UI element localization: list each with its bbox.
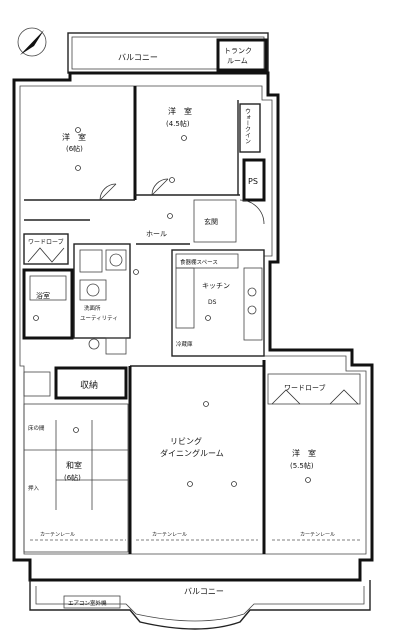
kitchen-sub-label: 食器棚スペース	[180, 258, 218, 266]
west-room-1: 洋 室 (6帖)	[24, 86, 137, 221]
bath-label: 浴室	[36, 291, 50, 300]
oshiire-label: 押入	[28, 484, 40, 492]
balcony-bottom: バルコニー エアコン室外機	[29, 580, 371, 630]
tokonoma-label: 床の間	[28, 424, 45, 432]
living-dining: リビング ダイニングルーム カーテンレール	[128, 360, 266, 554]
trunk-room: トランク ルーム	[216, 38, 268, 72]
kitchen-label: キッチン	[202, 282, 230, 290]
japanese-room-label: 和室	[66, 460, 82, 470]
curtain-rail-3: カーテンレール	[300, 532, 335, 538]
wardrobe-left-label: ワードローブ	[28, 238, 64, 246]
trunk-room-label-2: ルーム	[227, 57, 248, 65]
ds-label: DS	[208, 299, 217, 306]
north-compass-icon	[17, 27, 47, 57]
walk-in-closet: ウォークイン	[239, 103, 261, 153]
storage-label: 収納	[80, 379, 98, 391]
west-room-3-label: 洋 室	[292, 448, 316, 458]
utility: 洗面所 ユーティリティ	[73, 243, 131, 355]
balcony-top-label: バルコニー	[118, 53, 158, 62]
utility-label-1: 洗面所	[84, 304, 101, 312]
walk-in-closet-label: ウォークイン	[244, 108, 251, 144]
west-room-2-size: (4.5帖)	[166, 119, 190, 128]
ac-unit-label: エアコン室外機	[68, 599, 107, 607]
west-room-3-size: (5.5帖)	[290, 461, 314, 470]
wardrobe-left: ワードローブ	[23, 233, 69, 265]
west-room-1-label: 洋 室	[62, 132, 86, 142]
living-label-2: ダイニングルーム	[160, 448, 224, 458]
kitchen: 食器棚スペース キッチン DS 冷蔵庫	[171, 249, 265, 357]
balcony-bottom-label: バルコニー	[184, 587, 224, 596]
trunk-room-label-1: トランク	[224, 47, 252, 55]
curtain-rail-1: カーテンレール	[40, 532, 75, 538]
japanese-room: 和室 (6帖) 押入 床の間 カーテンレール	[23, 403, 129, 553]
entrance-label: 玄関	[204, 217, 218, 226]
pipe-space: PS	[242, 158, 266, 202]
west-room-2-label: 洋 室	[168, 106, 192, 116]
japanese-room-size: (6帖)	[64, 473, 81, 482]
ps-label: PS	[248, 177, 258, 186]
fridge-label: 冷蔵庫	[176, 340, 193, 348]
wardrobe-lower-label: ワードローブ	[284, 383, 326, 392]
curtain-rail-2: カーテンレール	[152, 532, 187, 538]
utility-label-2: ユーティリティ	[80, 315, 118, 322]
west-room-3: ワードローブ 洋 室 (5.5帖) カーテンレール	[267, 373, 361, 541]
bath: 浴室	[22, 268, 74, 340]
west-room-2: 洋 室 (4.5帖)	[135, 100, 240, 196]
hall-label: ホール	[146, 230, 167, 238]
entrance-hall: 玄関 ホール	[133, 199, 265, 275]
west-room-1-size: (6帖)	[66, 144, 83, 153]
living-label-1: リビング	[170, 436, 202, 446]
storage: 収納	[23, 366, 128, 400]
